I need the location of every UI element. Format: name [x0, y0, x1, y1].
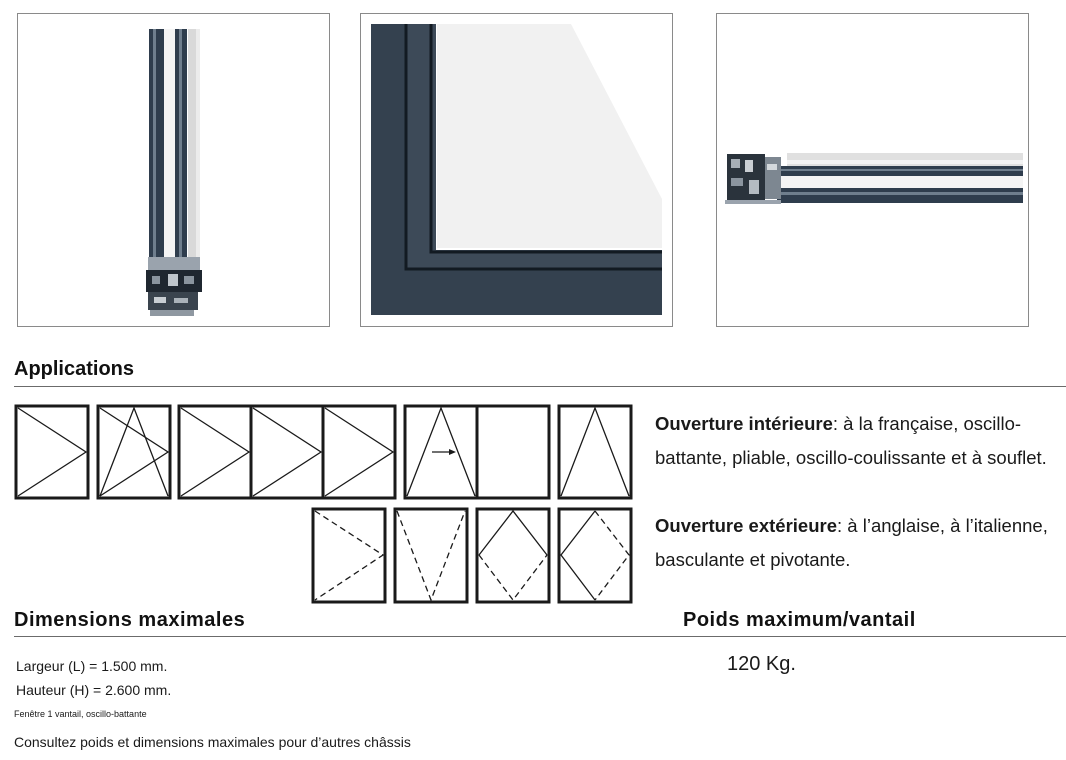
max-weight-value: 120 Kg. [727, 653, 796, 675]
interior-opening-description: Ouverture intérieure: à la française, os… [655, 407, 1060, 475]
diagram-bottom-hung [557, 404, 633, 500]
diagram-tilt-turn [96, 404, 172, 500]
diagram-vertical-pivot [557, 507, 633, 604]
diagram-horizontal-pivot [475, 507, 551, 604]
diagram-top-hung-outward [393, 507, 469, 604]
diagram-outward-casement [311, 507, 387, 604]
diagram-folding [177, 404, 398, 500]
exterior-opening-label: Ouverture extérieure [655, 515, 838, 536]
max-width-value: Largeur (L) = 1.500 mm. [16, 658, 168, 674]
diagram-single-casement [14, 404, 90, 500]
dimensions-divider [14, 636, 1066, 637]
diagram-tilt-slide [403, 404, 551, 500]
dimensions-heading: Dimensions maximales [14, 609, 246, 631]
horizontal-profile-section-image [716, 13, 1029, 327]
dimensions-note: Fenêtre 1 vantail, oscillo-battante [14, 709, 147, 719]
interior-opening-label: Ouverture intérieure [655, 413, 833, 434]
vertical-profile-section-image [17, 13, 330, 327]
exterior-opening-description: Ouverture extérieure: à l’anglaise, à l’… [655, 509, 1060, 577]
consult-note: Consultez poids et dimensions maximales … [14, 734, 411, 750]
corner-frame-image [360, 13, 673, 327]
max-height-value: Hauteur (H) = 2.600 mm. [16, 682, 172, 698]
weight-heading: Poids maximum/vantail [683, 609, 916, 631]
applications-heading: Applications [14, 358, 135, 380]
exterior-opening-text: : à l’anglaise, à l’italienne, basculant… [655, 515, 1048, 570]
interior-opening-text: : à la française, oscillo-battante, plia… [655, 413, 1047, 468]
applications-divider [14, 386, 1066, 387]
